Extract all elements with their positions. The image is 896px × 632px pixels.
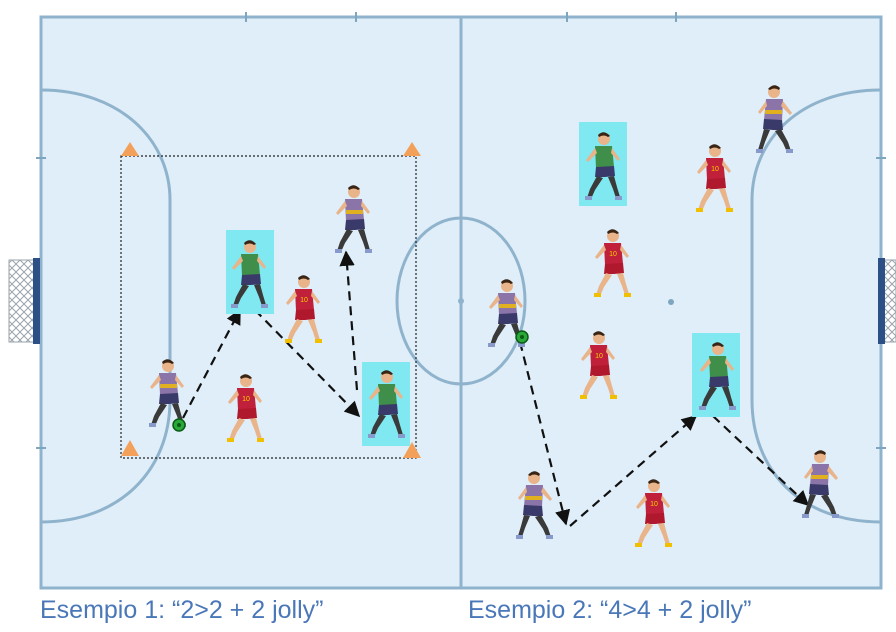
pass-arrow [182, 308, 241, 419]
pass-arrow [518, 341, 571, 526]
pass-arrow [712, 415, 810, 507]
purple-player-icon [756, 85, 793, 153]
svg-text:10: 10 [609, 251, 617, 258]
left-goal [8, 258, 40, 344]
red-player-icon: 10 [696, 144, 733, 212]
cone-icon [403, 142, 421, 156]
exercise-area-square [120, 155, 417, 459]
pass-arrow [254, 309, 361, 418]
purple-player-icon [335, 185, 372, 253]
red-player-icon: 10 [227, 374, 264, 442]
futsal-pitch-diagram: 10 10 10 10 10 10 [8, 12, 896, 590]
ball-icon [172, 418, 186, 432]
red-player-icon: 10 [594, 229, 631, 297]
cone-icon [403, 442, 421, 458]
red-player-icon: 10 [635, 479, 672, 547]
svg-text:10: 10 [242, 396, 250, 403]
red-player-icon: 10 [580, 331, 617, 399]
svg-text:10: 10 [300, 297, 308, 304]
purple-player-icon [802, 450, 839, 518]
purple-player-icon [149, 359, 186, 427]
green-jolly-player-icon [585, 132, 622, 200]
purple-player-icon [516, 471, 553, 539]
run-arrow [339, 250, 359, 391]
centre-circle [395, 216, 527, 386]
caption-example-1: Esempio 1: “2>2 + 2 jolly” [40, 596, 324, 624]
cone-icon [121, 142, 139, 156]
pass-arrow [569, 414, 698, 527]
caption-example-2: Esempio 2: “4>4 + 2 jolly” [468, 596, 752, 624]
cone-icon [121, 440, 139, 456]
left-penalty-area [40, 88, 172, 524]
ball-icon [515, 330, 529, 344]
green-jolly-player-icon [699, 342, 736, 410]
green-jolly-player-icon [231, 240, 268, 308]
right-goal [878, 258, 896, 344]
right-penalty-area [750, 88, 882, 524]
svg-text:10: 10 [711, 166, 719, 173]
green-jolly-player-icon [368, 370, 405, 438]
svg-text:10: 10 [595, 353, 603, 360]
svg-text:10: 10 [650, 501, 658, 508]
red-player-icon: 10 [285, 275, 322, 343]
